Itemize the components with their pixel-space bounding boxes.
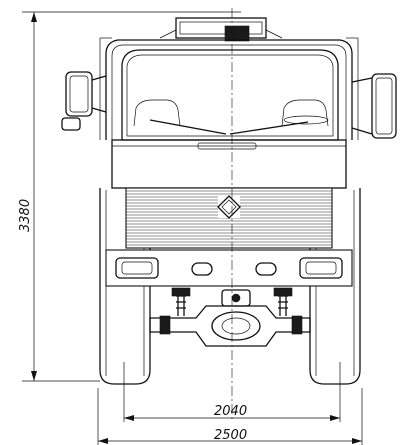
radiator-grille: [125, 187, 333, 249]
track-width-dimension: 2040: [123, 362, 341, 422]
wiper-right: [229, 121, 309, 135]
cab-outline: [105, 39, 353, 140]
height-dimension: 3380: [18, 11, 241, 382]
seat-left: [133, 99, 181, 127]
emblem-icon: [217, 195, 241, 219]
front-bumper: [105, 249, 353, 287]
track-width-label: 2040: [214, 404, 247, 419]
roof-box: [175, 17, 267, 39]
windshield: [121, 49, 339, 141]
height-dimension-label: 3380: [18, 199, 33, 232]
tow-hook-left: [191, 262, 213, 276]
seat-right: [281, 99, 329, 127]
headlight-left: [115, 257, 159, 279]
tow-hook-right: [255, 262, 277, 276]
axle-housing: [149, 305, 311, 347]
roof-vent: [224, 25, 250, 42]
front-handle: [197, 142, 257, 150]
headlight-right: [299, 257, 343, 279]
height-arrow-bottom: [31, 371, 37, 381]
cab: [99, 37, 359, 141]
overall-width-dimension: 2500: [97, 388, 363, 445]
overall-width-label: 2500: [214, 428, 247, 443]
mirror-left: [61, 71, 107, 131]
differential: [211, 311, 261, 341]
height-arrow-top: [31, 12, 37, 22]
steering-wheel: [283, 115, 329, 125]
roof-equipment: [159, 17, 283, 42]
mirror-right: [351, 73, 397, 139]
front-axle: [149, 287, 311, 347]
cab-front: [111, 139, 347, 189]
wiper-left: [149, 119, 227, 135]
